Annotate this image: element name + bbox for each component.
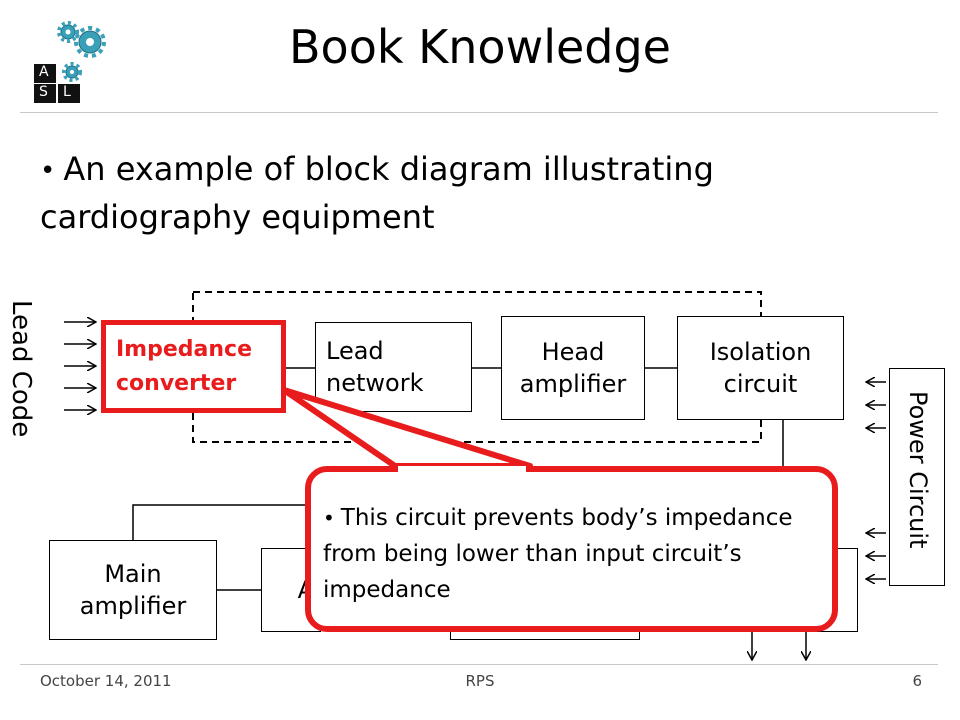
main-amplifier-block: Main amplifier (49, 540, 217, 640)
lead-network-block: Lead network (315, 322, 472, 412)
isolation-circuit-block: Isolation circuit (677, 316, 844, 420)
impedance-converter-block: Impedance converter (101, 320, 286, 413)
callout-box: •This circuit prevents body’s impedance … (305, 466, 838, 632)
bullet-dot-icon: • (40, 156, 56, 186)
asl-logo: A S L (32, 20, 112, 104)
footer-center: RPS (465, 672, 495, 690)
logo-letter-a: A (39, 64, 49, 80)
logo-letter-s: S (39, 84, 48, 100)
logo-letter-l: L (63, 84, 71, 100)
footer-divider (20, 664, 938, 665)
page-number: 6 (912, 672, 922, 690)
block-connections (132, 367, 784, 591)
output-arrows (752, 632, 806, 660)
slide-title: Book Knowledge (289, 20, 671, 74)
bullet-point: •An example of block diagram illustratin… (40, 146, 900, 240)
head-amplifier-block: Head amplifier (501, 316, 645, 420)
lead-input-arrows (64, 322, 96, 410)
callout-seam (398, 466, 526, 474)
bullet-text: An example of block diagram illustrating… (40, 150, 714, 236)
power-circuit-block: Power Circuit (889, 368, 945, 586)
power-arrows (866, 382, 886, 579)
gears-icon (34, 21, 106, 103)
title-divider (20, 112, 938, 113)
callout-bullet-icon: • (323, 506, 335, 530)
callout-text: This circuit prevents body’s impedance f… (323, 505, 793, 603)
footer-date: October 14, 2011 (40, 672, 172, 690)
